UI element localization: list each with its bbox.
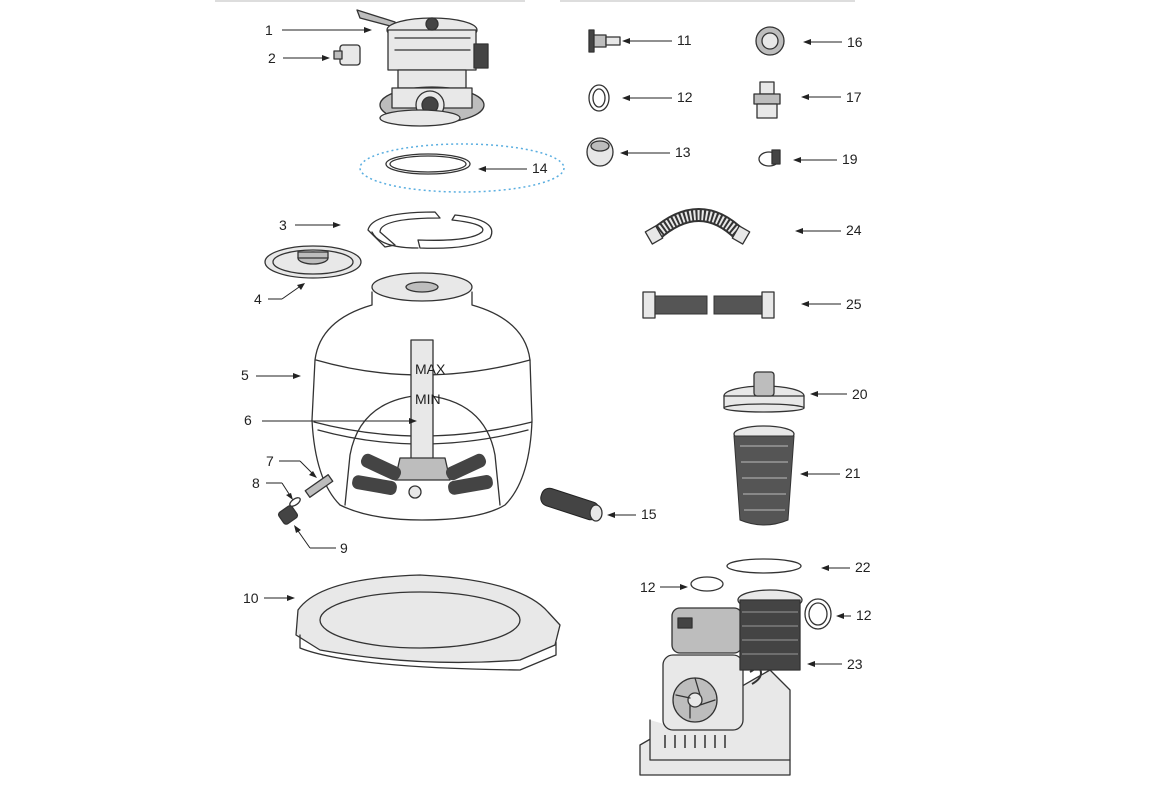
part-label: 20 — [852, 386, 868, 402]
part-label: 2 — [268, 50, 276, 66]
callout-part-2: 2 — [268, 50, 330, 66]
pump-basket-drawing — [733, 425, 795, 526]
part-label: 10 — [243, 590, 259, 606]
part-label: 24 — [846, 222, 862, 238]
part-label: 21 — [845, 465, 861, 481]
part-label: 19 — [842, 151, 858, 167]
union-nut-drawing — [755, 26, 785, 56]
straight-hoses-drawing — [642, 291, 775, 319]
multiport-valve-drawing — [356, 9, 489, 127]
part-label: 4 — [254, 291, 262, 307]
callout-part-3: 3 — [279, 217, 341, 233]
part-label: 15 — [641, 506, 657, 522]
callout-part-25: 25 — [801, 296, 862, 312]
drain-assembly-drawing — [277, 474, 334, 525]
callout-part-15: 15 — [607, 506, 657, 522]
part-label: 12 — [677, 89, 693, 105]
callout-part-24: 24 — [795, 222, 862, 238]
callout-part-9: 9 — [294, 525, 348, 556]
callout-part-23: 23 — [807, 656, 863, 672]
tank-min-mark: MIN — [415, 391, 441, 407]
part-label: 8 — [252, 475, 260, 491]
callout-part-7: 7 — [266, 453, 317, 478]
tank-lid-drawing — [264, 245, 362, 279]
part-label: 11 — [677, 32, 692, 48]
curved-hose-drawing — [644, 208, 751, 245]
tank-clamp-drawing — [367, 211, 493, 249]
lateral-drawing — [540, 487, 603, 522]
part-label: 7 — [266, 453, 274, 469]
callout-part-12: 12 — [622, 89, 693, 105]
part-label: 5 — [241, 367, 249, 383]
callout-part-12-right: 12 — [836, 607, 872, 623]
callout-part-5: 5 — [241, 367, 301, 383]
cap-drawing — [586, 137, 614, 167]
part-label: 14 — [532, 160, 548, 176]
o-ring-right-drawing — [804, 598, 832, 630]
part-label: 23 — [847, 656, 863, 672]
callout-part-16: 16 — [803, 34, 863, 50]
callout-part-20: 20 — [810, 386, 868, 402]
callout-part-8: 8 — [252, 475, 293, 500]
callout-part-6: 6 — [244, 412, 417, 428]
part-label: 16 — [847, 34, 863, 50]
part-label: 12 — [640, 579, 656, 595]
callout-part-17: 17 — [801, 89, 862, 105]
pump-lid-o-ring-drawing — [726, 558, 802, 574]
part-label: 12 — [856, 607, 872, 623]
part-callouts: 1 2 3 4 5 6 — [241, 22, 872, 672]
part-label: 22 — [855, 559, 871, 575]
callout-part-4: 4 — [254, 283, 305, 307]
small-clamp-drawing — [758, 149, 781, 167]
callout-part-21: 21 — [800, 465, 861, 481]
o-ring-drawing — [588, 84, 610, 112]
callout-part-13: 13 — [620, 144, 691, 160]
pump-drawing — [639, 589, 803, 776]
part-label: 6 — [244, 412, 252, 428]
callout-part-19: 19 — [793, 151, 858, 167]
hose-fitting-drawing — [588, 29, 621, 53]
filter-tank-drawing: MAX MIN — [311, 272, 533, 521]
callout-part-12-left: 12 — [640, 579, 688, 595]
part-label: 25 — [846, 296, 862, 312]
o-ring-left-drawing — [690, 576, 724, 592]
part-label: 1 — [265, 22, 273, 38]
callout-part-1: 1 — [265, 22, 372, 38]
part-label: 17 — [846, 89, 862, 105]
callout-part-14: 14 — [478, 160, 548, 176]
tank-o-ring-drawing — [359, 143, 565, 193]
tank-base-drawing — [295, 574, 561, 671]
callout-part-22: 22 — [821, 559, 871, 575]
adaptor-drawing — [753, 81, 781, 119]
part-label: 9 — [340, 540, 348, 556]
plug-drawing — [333, 44, 361, 66]
callout-part-11: 11 — [622, 32, 692, 48]
tank-max-mark: MAX — [415, 361, 446, 377]
part-label: 13 — [675, 144, 691, 160]
part-label: 3 — [279, 217, 287, 233]
callout-part-10: 10 — [243, 590, 295, 606]
pump-lid-drawing — [723, 371, 805, 413]
